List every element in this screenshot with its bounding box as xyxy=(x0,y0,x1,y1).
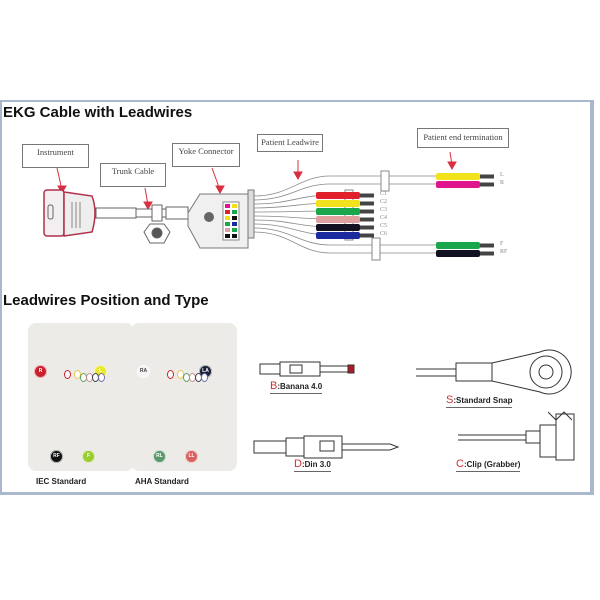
din-type-label: D:Din 3.0 xyxy=(294,458,331,472)
din-connector-drawing xyxy=(253,435,400,459)
leadwire-arrow-head xyxy=(293,171,303,181)
clip-text: :Clip (Grabber) xyxy=(463,460,521,469)
snap-type-label: S:Standard Snap xyxy=(446,394,513,408)
cable-section-title: EKG Cable with Leadwires xyxy=(3,104,193,121)
iec-electrode-r: R xyxy=(34,365,47,378)
clip-connector-drawing xyxy=(458,411,575,461)
lead-label: F xyxy=(500,241,504,247)
lead-plug-c1 xyxy=(316,192,374,199)
iec-electrode-f: F xyxy=(82,450,95,463)
lead-plugs xyxy=(316,173,494,257)
aha-standard-caption: AHA Standard xyxy=(135,477,189,486)
lead-label: C3 xyxy=(380,207,388,213)
termination-arrow-head xyxy=(447,161,457,171)
clip-type-label: C:Clip (Grabber) xyxy=(456,458,521,472)
iec-standard-caption: IEC Standard xyxy=(36,477,87,486)
instrument-plug xyxy=(43,189,96,237)
lead-label: C4 xyxy=(380,215,388,221)
lead-plug-c4 xyxy=(316,216,374,223)
snap-text: :Standard Snap xyxy=(453,396,513,405)
leadwire xyxy=(253,227,436,246)
leadwire xyxy=(253,175,436,197)
banana-type-label: B:Banana 4.0 xyxy=(270,380,323,394)
trunk-arrow-head xyxy=(143,201,153,211)
clip-letter: C xyxy=(456,458,464,470)
trunk-cable xyxy=(95,204,189,244)
chest-electrode xyxy=(201,373,208,382)
instrument-callout: Instrument xyxy=(22,144,89,168)
chest-electrode xyxy=(64,370,71,379)
banana-text: :Banana 4.0 xyxy=(277,382,323,391)
snap-letter: S xyxy=(446,394,454,406)
lead-label: C6 xyxy=(380,231,388,237)
chest-electrode xyxy=(98,373,105,382)
yoke-arrow-head xyxy=(215,185,225,195)
lead-label: C2 xyxy=(380,199,388,205)
lead-plug-f xyxy=(436,242,494,249)
din-letter: D xyxy=(294,458,302,470)
yoke-connector xyxy=(187,189,255,249)
banana-letter: B xyxy=(270,380,278,392)
banana-connector-drawing xyxy=(259,361,355,377)
aha-electrode-ll: LL xyxy=(185,450,198,463)
aha-electrode-rl: RL xyxy=(153,450,166,463)
iec-standard-card: R L RF F xyxy=(28,323,134,471)
lead-plug-c6 xyxy=(316,232,374,239)
iec-electrode-rf: RF xyxy=(50,450,63,463)
lead-label: L xyxy=(500,172,504,178)
patient-leadwire-callout: Patient Leadwire xyxy=(257,134,323,152)
lead-plug-c3 xyxy=(316,208,374,215)
lead-plug-c2 xyxy=(316,200,374,207)
lead-label: C1 xyxy=(380,191,388,197)
lead-plug-l xyxy=(436,173,494,180)
chest-electrode xyxy=(167,370,174,379)
lead-plug-rf xyxy=(436,250,494,257)
aha-standard-card: RA LA RL LL xyxy=(131,323,237,471)
patient-end-termination-callout: Patient end termination xyxy=(417,128,509,148)
lead-label: RF xyxy=(500,249,508,255)
aha-electrode-ra: RA xyxy=(137,365,150,378)
leadwire xyxy=(253,183,436,201)
yoke-connector-callout: Yoke Connector xyxy=(172,143,240,167)
trunk-cable-callout: Trunk Cable xyxy=(100,163,166,187)
lead-label: C5 xyxy=(380,223,388,229)
snap-connector-drawing xyxy=(416,349,572,395)
din-text: :Din 3.0 xyxy=(301,460,331,469)
lead-label: R xyxy=(500,180,505,186)
lead-plug-r xyxy=(436,181,494,188)
position-section-title: Leadwires Position and Type xyxy=(3,292,209,309)
leadwire xyxy=(253,231,436,254)
lead-plug-c5 xyxy=(316,224,374,231)
